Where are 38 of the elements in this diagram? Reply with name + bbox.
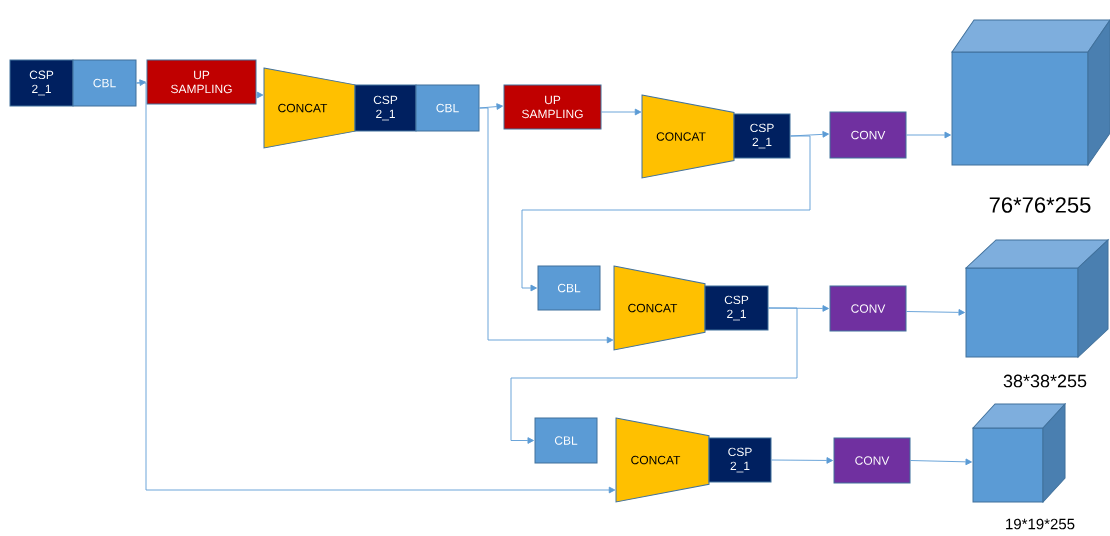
csp-box: CSP 2_1 [704, 285, 769, 331]
upsampling-box: UP SAMPLING [503, 84, 602, 130]
size-label: 38*38*255 [1003, 374, 1087, 388]
arrow [510, 307, 798, 444]
csp-box: CSP 2_1 [708, 437, 772, 483]
cbl-box: CBL [415, 84, 480, 132]
arrow [906, 131, 951, 139]
cube-drawing [951, 19, 1110, 166]
arrow [479, 103, 503, 110]
conv-box: CONV [829, 111, 907, 159]
cbl-box: CBL [537, 265, 601, 311]
arrow [479, 107, 614, 344]
arrow [256, 91, 264, 99]
cbl-box: CBL [534, 417, 598, 464]
csp-box: CSP 2_1 [354, 84, 417, 132]
arrow [790, 131, 829, 138]
upsampling-box: UP SAMPLING [146, 59, 257, 105]
arrow [906, 309, 965, 316]
cube-drawing [972, 403, 1066, 503]
concat-trapezoid: CONCAT [615, 417, 710, 503]
arrow [601, 108, 642, 116]
cube-drawing [965, 239, 1109, 358]
size-label: 76*76*255 [989, 197, 1091, 213]
concat-trapezoid: CONCAT [613, 265, 706, 351]
csp-box: CSP 2_1 [9, 59, 74, 107]
arrow [910, 458, 972, 466]
concat-trapezoid: CONCAT [641, 94, 735, 179]
conv-box: CONV [833, 437, 911, 484]
size-label: 19*19*255 [1006, 518, 1075, 530]
arrow [771, 457, 833, 464]
concat-trapezoid: CONCAT [263, 67, 356, 149]
arrow [136, 82, 616, 494]
cbl-box: CBL [72, 59, 137, 107]
arrow [136, 79, 146, 86]
conv-box: CONV [829, 285, 907, 332]
arrow [768, 305, 829, 312]
arrow [521, 135, 811, 292]
csp-box: CSP 2_1 [733, 113, 791, 159]
